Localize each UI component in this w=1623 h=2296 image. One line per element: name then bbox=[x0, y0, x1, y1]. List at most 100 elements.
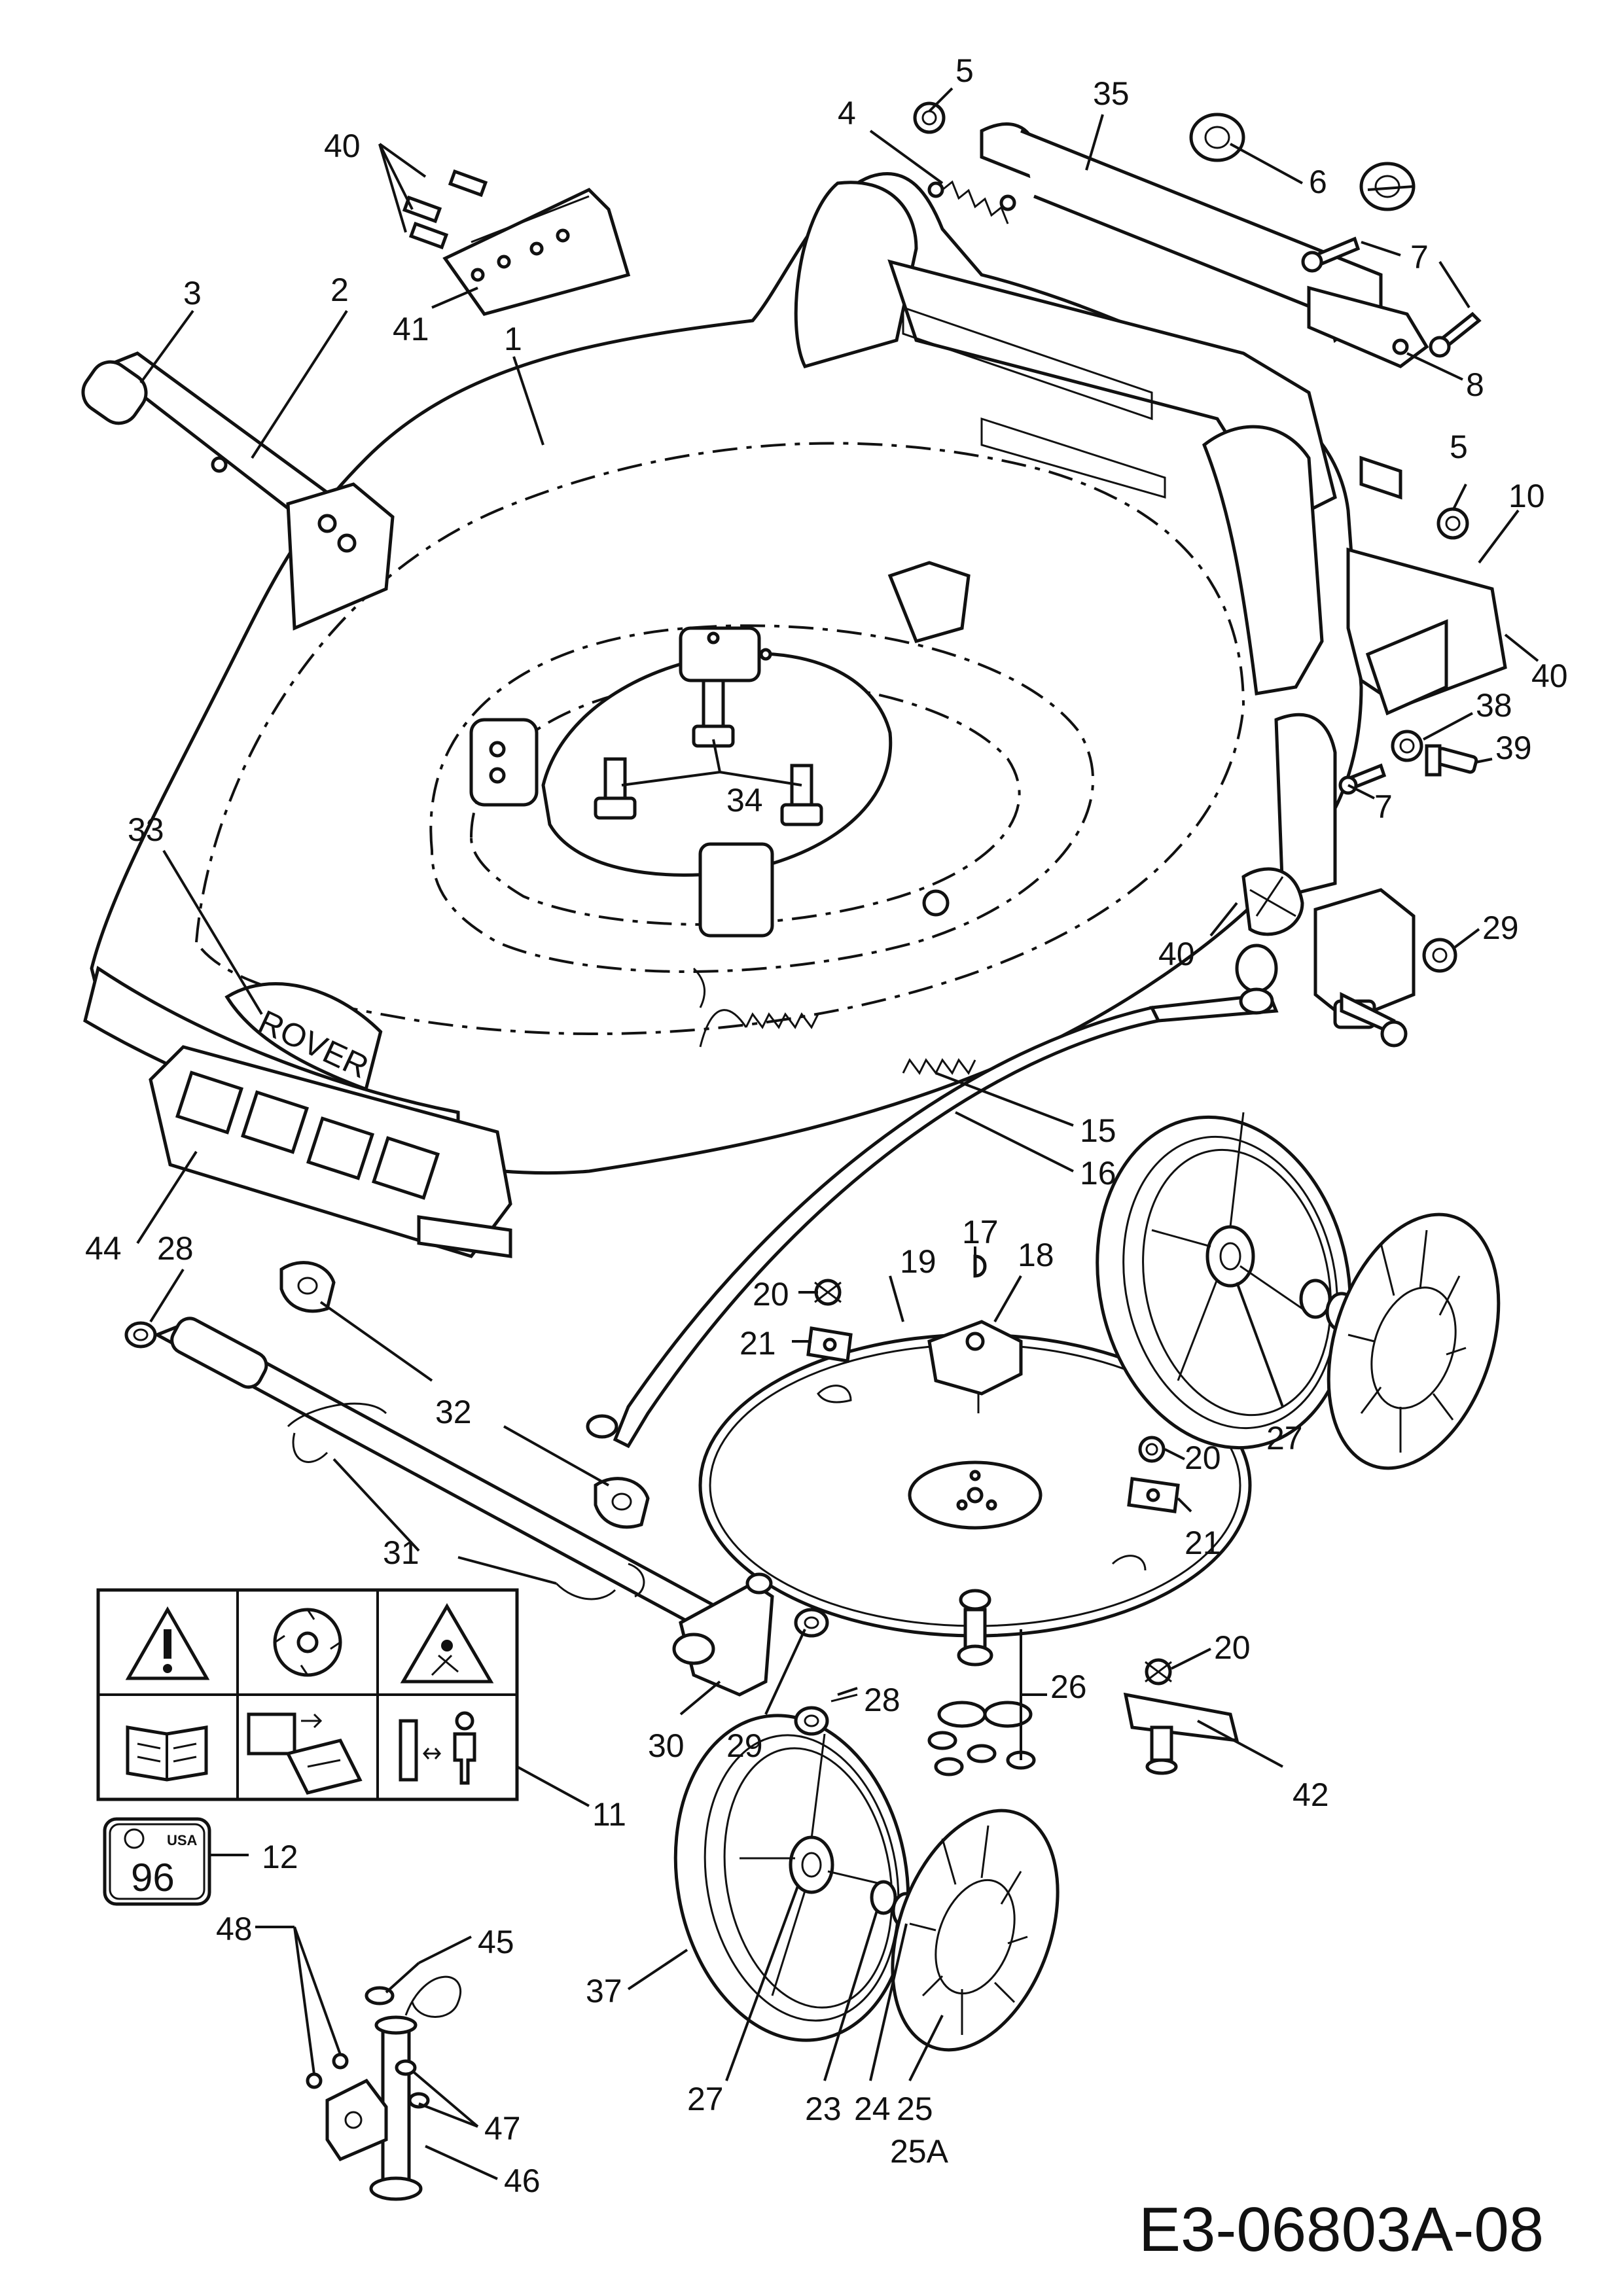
callout-40-top-left: 40 bbox=[324, 128, 361, 164]
callout-46: 46 bbox=[504, 2163, 541, 2199]
callout-1: 1 bbox=[504, 321, 522, 357]
rear-axle-tube bbox=[980, 122, 1383, 344]
callout-27-lower: 27 bbox=[687, 2081, 724, 2117]
washer-28-left bbox=[124, 1321, 157, 1349]
callout-29-right: 29 bbox=[1482, 910, 1519, 946]
keep-distance-icon bbox=[399, 1711, 476, 1785]
callout-24: 24 bbox=[854, 2091, 891, 2127]
callout-10: 10 bbox=[1508, 478, 1545, 514]
clamp-21-b bbox=[1127, 1477, 1180, 1513]
height-adjust-gear bbox=[402, 169, 631, 316]
callout-7-lower: 7 bbox=[1374, 788, 1393, 825]
cutting-blade-42 bbox=[1123, 1658, 1240, 1775]
manual-icon bbox=[126, 1725, 208, 1782]
wheel-hub-30 bbox=[672, 1572, 774, 1697]
callout-23: 23 bbox=[805, 2091, 842, 2127]
callout-28-lower: 28 bbox=[864, 1682, 901, 1718]
callout-26: 26 bbox=[1050, 1669, 1087, 1705]
motor-bolts bbox=[594, 679, 823, 826]
callout-30: 30 bbox=[648, 1727, 685, 1764]
callout-5-right: 5 bbox=[1450, 429, 1468, 465]
badge-small-text: USA bbox=[167, 1832, 198, 1848]
callout-25: 25 bbox=[897, 2091, 933, 2127]
callout-29-lower: 29 bbox=[726, 1727, 763, 1764]
rover-logo-badge: ROVER bbox=[224, 982, 383, 1091]
callout-15: 15 bbox=[1080, 1112, 1116, 1149]
callout-16: 16 bbox=[1080, 1155, 1116, 1192]
hubcap-right bbox=[1327, 1212, 1501, 1470]
springs-15 bbox=[692, 967, 976, 1075]
blade-removal-icon bbox=[247, 1712, 363, 1795]
callout-45: 45 bbox=[478, 1924, 514, 1960]
nut-20-a bbox=[814, 1279, 842, 1306]
handle-lower-left bbox=[81, 351, 395, 631]
callout-2: 2 bbox=[330, 272, 349, 308]
warning-icon bbox=[125, 1606, 210, 1680]
blade-icon bbox=[273, 1608, 342, 1677]
callout-8: 8 bbox=[1466, 366, 1484, 403]
callout-20-lower: 20 bbox=[1214, 1629, 1251, 1666]
callout-11: 11 bbox=[592, 1796, 626, 1833]
bushing-32-bottom bbox=[594, 1477, 650, 1529]
nut-20-b bbox=[1138, 1436, 1166, 1463]
callout-34: 34 bbox=[726, 782, 763, 819]
warning-decal-11 bbox=[96, 1588, 519, 1801]
rear-spring bbox=[927, 180, 1016, 224]
bracket-10 bbox=[1346, 455, 1507, 716]
callout-labels: 1 2 3 4 5 5 6 7 7 8 10 11 12 15 16 17 18… bbox=[85, 52, 1568, 2199]
decal-badge-12: USA 96 bbox=[103, 1817, 211, 1906]
clip-17b-small bbox=[830, 1693, 858, 1703]
bolt-39 bbox=[1425, 744, 1478, 777]
callout-38: 38 bbox=[1476, 687, 1512, 724]
nut-38 bbox=[1391, 730, 1423, 762]
callout-35: 35 bbox=[1093, 75, 1130, 112]
callout-7-top: 7 bbox=[1410, 239, 1429, 275]
callout-19: 19 bbox=[900, 1243, 936, 1280]
drawing-code: E3-06803A-08 bbox=[1139, 2195, 1544, 2265]
callout-39: 39 bbox=[1495, 730, 1532, 766]
callout-47: 47 bbox=[484, 2110, 521, 2147]
rear-axle-16 bbox=[586, 987, 1279, 1449]
blade-hub-18 bbox=[927, 1320, 1023, 1413]
callout-4: 4 bbox=[838, 95, 856, 132]
blade-spindle-26 bbox=[927, 1589, 1036, 1776]
callout-20-mid: 20 bbox=[1185, 1439, 1221, 1476]
bushing-32-top bbox=[279, 1261, 336, 1313]
nut-5-top bbox=[913, 101, 946, 134]
callout-18: 18 bbox=[1018, 1237, 1054, 1273]
callout-17: 17 bbox=[962, 1214, 999, 1250]
callout-48: 48 bbox=[216, 1911, 253, 1947]
callout-40-right: 40 bbox=[1531, 658, 1568, 694]
callout-21-mid: 21 bbox=[1185, 1525, 1221, 1561]
handle-lock-assembly bbox=[306, 1975, 462, 2201]
callout-3: 3 bbox=[183, 275, 202, 311]
clip-17 bbox=[973, 1254, 987, 1278]
callout-42: 42 bbox=[1293, 1776, 1329, 1813]
callout-6: 6 bbox=[1309, 164, 1327, 200]
bushings-6 bbox=[1189, 113, 1416, 211]
callout-28-left: 28 bbox=[157, 1230, 194, 1267]
bushing-29-lower bbox=[794, 1608, 829, 1638]
debris-warning-icon bbox=[400, 1603, 494, 1684]
callout-5-top: 5 bbox=[955, 52, 974, 89]
mower-deck bbox=[83, 172, 1363, 1175]
front-bumper bbox=[149, 1045, 512, 1258]
clamp-21-a bbox=[806, 1326, 853, 1363]
front-wheel-left bbox=[673, 1714, 921, 2042]
callout-27-right: 27 bbox=[1266, 1420, 1303, 1457]
rear-wheel-right bbox=[1096, 1112, 1358, 1450]
callout-37: 37 bbox=[586, 1973, 622, 2009]
badge-number: 96 bbox=[131, 1856, 175, 1899]
callout-20-top: 20 bbox=[753, 1276, 789, 1313]
pins-7-top bbox=[1301, 236, 1482, 358]
leader-lines bbox=[136, 87, 1539, 2180]
callout-41: 41 bbox=[393, 311, 429, 347]
callout-21-top: 21 bbox=[740, 1325, 776, 1362]
callout-12: 12 bbox=[262, 1839, 298, 1875]
callout-32: 32 bbox=[435, 1394, 472, 1430]
callout-25A: 25A bbox=[890, 2133, 949, 2170]
rear-height-adjuster bbox=[1235, 867, 1457, 1048]
hubcap-left bbox=[891, 1809, 1060, 2052]
